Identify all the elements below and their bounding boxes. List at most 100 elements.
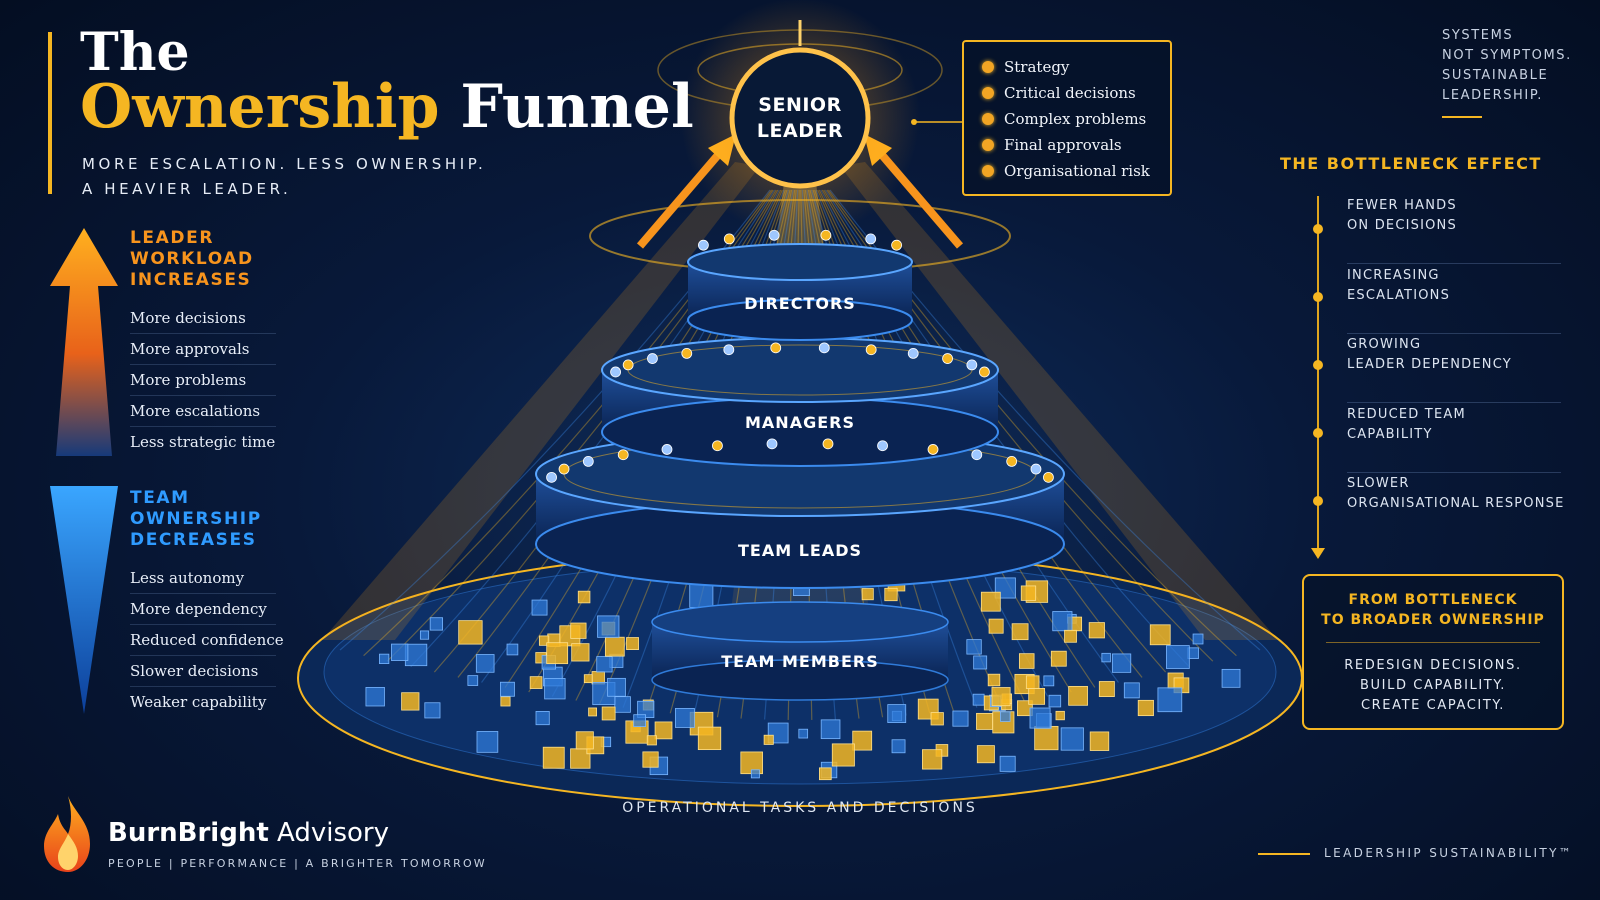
- task-cube: [419, 630, 430, 640]
- list-item-label: Complex problems: [1004, 110, 1147, 128]
- task-cube: [642, 751, 659, 768]
- task-cube: [750, 769, 760, 779]
- task-cube: [1221, 668, 1241, 688]
- connection-node: [661, 444, 673, 455]
- connection-node: [698, 239, 709, 251]
- bottleneck-item-line: ON DECISIONS: [1347, 218, 1457, 233]
- task-cube: [529, 676, 543, 689]
- task-cube: [1060, 727, 1084, 751]
- task-cube: [887, 704, 907, 723]
- task-cube: [952, 710, 969, 727]
- list-item: More problems: [130, 365, 276, 396]
- bottleneck-title: THE BOTTLENECK EFFECT: [1280, 154, 1542, 173]
- task-cube: [1028, 688, 1046, 705]
- task-cube: [991, 687, 1011, 707]
- task-cube: [820, 719, 841, 740]
- connector-dot: [911, 119, 917, 125]
- bottleneck-item-line: REDUCED TEAM: [1347, 407, 1466, 422]
- ownership-heading-line: DECREASES: [130, 530, 257, 550]
- bullet-dot-icon: [982, 87, 994, 99]
- timeline-dot-icon: [1313, 428, 1323, 438]
- workload-heading-line: LEADER: [130, 228, 215, 248]
- task-cube: [1166, 645, 1190, 669]
- task-cube: [831, 743, 855, 767]
- tier-directors-ring: [589, 199, 1011, 341]
- task-cube: [570, 622, 587, 639]
- task-cube: [646, 735, 657, 746]
- connection-node: [865, 344, 877, 356]
- tier-label-team-leads: TEAM LEADS: [737, 541, 863, 560]
- tagline-line: SYSTEMS: [1442, 28, 1514, 43]
- task-cube: [571, 643, 590, 662]
- task-cube: [1025, 675, 1040, 689]
- task-cube: [1050, 650, 1067, 667]
- task-cube: [575, 731, 594, 750]
- task-cube: [884, 587, 898, 602]
- task-cube: [1088, 622, 1105, 639]
- timeline-dot-icon: [1313, 496, 1323, 506]
- connection-node: [818, 342, 830, 354]
- list-item: More approvals: [130, 334, 276, 365]
- task-cube: [999, 755, 1016, 772]
- task-cube: [966, 639, 982, 655]
- senior-label-line: SENIOR: [758, 94, 842, 116]
- connection-node: [622, 359, 634, 371]
- connection-node: [647, 353, 658, 364]
- task-cube: [930, 712, 944, 726]
- task-cube: [697, 726, 722, 751]
- bottleneck-item: SLOWER ORGANISATIONAL RESPONSE: [1347, 474, 1563, 542]
- list-item: Strategy: [982, 55, 1170, 81]
- workload-heading: LEADER WORKLOAD INCREASES: [130, 228, 254, 291]
- senior-leader-label: SENIOR LEADER: [725, 92, 875, 144]
- task-cube: [424, 702, 441, 719]
- workload-heading-line: WORKLOAD: [130, 249, 254, 269]
- task-cube: [614, 696, 631, 713]
- broader-ownership-text: REDESIGN DECISIONS. BUILD CAPABILITY. CR…: [1304, 656, 1562, 716]
- task-cube: [1111, 653, 1132, 673]
- connection-node: [617, 449, 629, 461]
- task-cube: [852, 730, 873, 751]
- task-cube: [577, 590, 591, 604]
- bottleneck-item-line: GROWING: [1347, 337, 1422, 352]
- task-cube: [861, 588, 874, 601]
- connection-node: [1006, 455, 1018, 467]
- bottleneck-item-line: SLOWER: [1347, 476, 1410, 491]
- list-item: Less strategic time: [130, 433, 276, 451]
- task-cube: [500, 696, 511, 707]
- task-cube: [506, 643, 519, 656]
- connection-node: [891, 239, 902, 251]
- connection-node: [582, 455, 594, 467]
- task-cube: [674, 708, 695, 728]
- ownership-heading-line: TEAM: [130, 488, 190, 508]
- timeline-dot-icon: [1313, 292, 1323, 302]
- ownership-down-arrow-icon: [50, 486, 118, 714]
- tagline-divider: [1442, 116, 1482, 118]
- task-cube: [476, 731, 499, 753]
- title-highlight: Ownership: [80, 72, 440, 142]
- tagline: SYSTEMS NOT SYMPTOMS. SUSTAINABLE LEADER…: [1442, 26, 1572, 106]
- bottleneck-item-line: ESCALATIONS: [1347, 288, 1451, 303]
- task-cube: [1034, 725, 1059, 751]
- task-cube: [1018, 653, 1035, 669]
- connection-node: [942, 353, 953, 364]
- task-cube: [988, 618, 1004, 634]
- footer-divider: [1258, 853, 1310, 855]
- task-cube: [1029, 707, 1051, 729]
- bullet-dot-icon: [982, 113, 994, 125]
- title-rest: Funnel: [460, 72, 694, 142]
- task-cube: [763, 734, 774, 745]
- connection-node: [712, 440, 723, 452]
- broader-divider: [1326, 642, 1540, 643]
- title-prefix: The: [80, 22, 190, 83]
- list-item-label: Critical decisions: [1004, 84, 1136, 102]
- task-cube: [980, 591, 1001, 612]
- tier-label-managers: MANAGERS: [745, 413, 855, 432]
- task-cube: [626, 637, 639, 650]
- bottleneck-item: FEWER HANDS ON DECISIONS: [1347, 196, 1561, 264]
- task-cube: [467, 675, 479, 686]
- task-cube: [689, 583, 714, 608]
- task-cube: [458, 620, 483, 645]
- workload-heading-line: INCREASES: [130, 270, 252, 290]
- task-cube: [531, 599, 548, 616]
